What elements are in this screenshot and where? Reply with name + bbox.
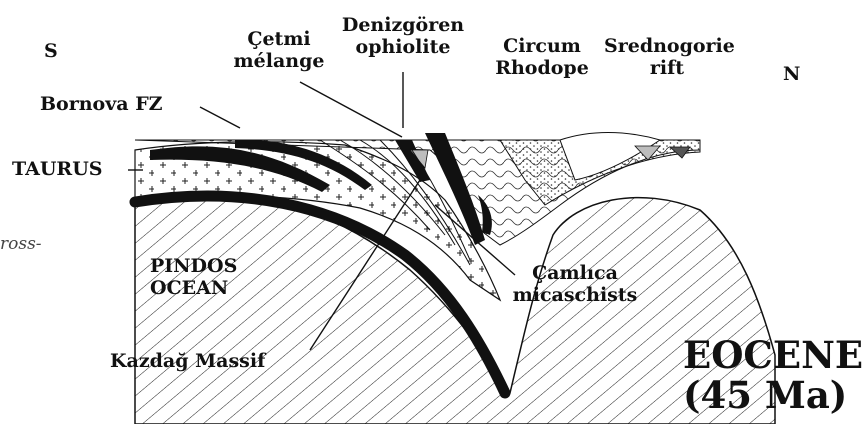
label-camlica-micaschists: Çamlıca micaschists bbox=[505, 262, 645, 306]
direction-south: S bbox=[44, 40, 58, 62]
caption-fragment: ross- bbox=[0, 234, 42, 254]
label-bornova-fz: Bornova FZ bbox=[40, 93, 163, 115]
direction-north: N bbox=[783, 63, 800, 85]
label-pindos-ocean: PINDOS OCEAN bbox=[150, 255, 237, 299]
age-line-2: (45 Ma) bbox=[683, 375, 847, 415]
label-srednogorie-rift: Srednogorie rift bbox=[604, 35, 730, 79]
age-line-1: EOCENE bbox=[683, 335, 863, 375]
label-srednogorie-text: Srednogorie rift bbox=[604, 35, 735, 79]
label-circum-rhodope: Circum Rhodope bbox=[480, 35, 604, 79]
label-circum-text: Circum Rhodope bbox=[495, 35, 589, 79]
label-cetmi-melange: Çetmi mélange bbox=[226, 28, 332, 72]
label-camlica-text: Çamlıca micaschists bbox=[513, 262, 638, 306]
label-pindos-text: PINDOS OCEAN bbox=[150, 255, 237, 299]
label-kazdag-massif: Kazdağ Massif bbox=[110, 350, 265, 372]
label-denizgoren-text: Denizgören ophiolite bbox=[342, 14, 464, 58]
label-taurus: TAURUS bbox=[12, 158, 103, 180]
label-cetmi-text: Çetmi mélange bbox=[234, 28, 325, 72]
label-denizgoren-ophiolite: Denizgören ophiolite bbox=[338, 14, 468, 58]
